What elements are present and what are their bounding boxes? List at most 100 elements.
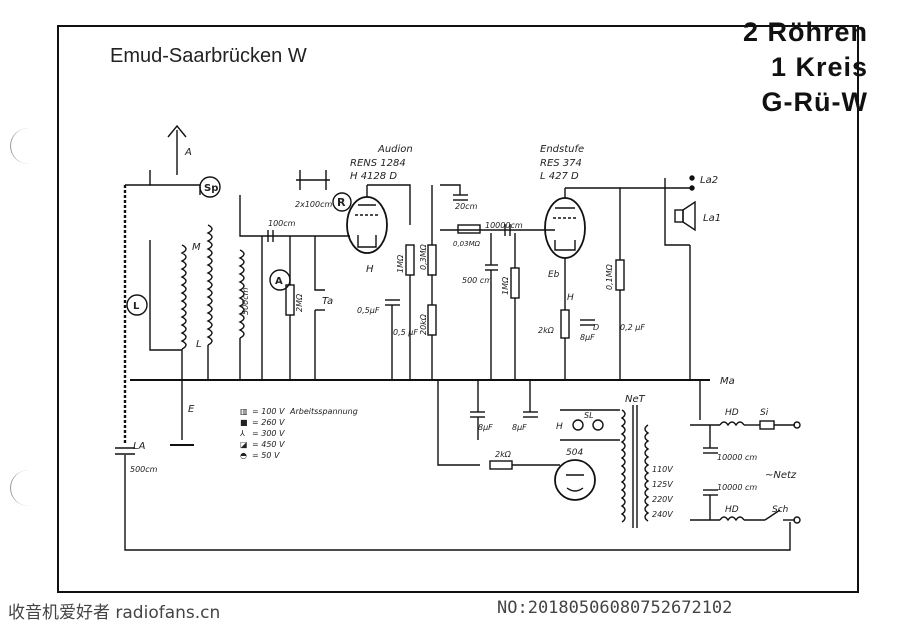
label-v110: 110V	[652, 465, 673, 474]
label-end-tube1: RES 374	[540, 158, 582, 169]
label-res-01m: 0,1MΩ	[605, 263, 614, 290]
label-endstufe: Endstufe	[540, 144, 584, 155]
transformer-secondary	[620, 409, 626, 523]
label-v125: 125V	[652, 480, 673, 489]
audion-cathode	[357, 235, 377, 248]
mains-return-wire	[124, 455, 791, 551]
label-reaction-cap-value: 2x100cm	[295, 200, 332, 209]
pilot-lamp-b	[592, 419, 604, 431]
coil-reaction	[238, 249, 245, 339]
watermark-site: 收音机爱好者 radiofans.cn	[8, 603, 221, 623]
label-la2: La2	[700, 175, 718, 186]
label-v240: 240V	[652, 510, 673, 519]
label-eb: Eb	[548, 270, 560, 280]
legend-heading: Arbeitsspannung	[289, 407, 358, 416]
label-cap-20: 20cm	[455, 202, 478, 211]
label-audion-tube1: RENS 1284	[350, 158, 406, 169]
label-audion-tube2: H 4128 D	[350, 171, 397, 182]
label-res-1m-b: 1MΩ	[501, 276, 510, 295]
label-hd2: HD	[725, 505, 739, 515]
label-cap-05b: 0,5 μF	[393, 328, 418, 337]
label-res-03m: 0,3MΩ	[419, 243, 428, 270]
res-03m	[427, 244, 437, 276]
label-cap-100: 100cm	[268, 219, 296, 228]
label-si: Si	[760, 408, 769, 418]
label-cap-8a: 8μF	[580, 333, 595, 342]
coil-l	[206, 224, 213, 346]
summary-line-tubes: 2 Röhren	[742, 17, 868, 47]
label-ta: Ta	[322, 296, 333, 307]
speaker-frame	[664, 178, 690, 246]
label-h3: H	[556, 422, 563, 432]
res-1m-b	[510, 267, 520, 299]
summary-line-power: G-Rü-W	[761, 87, 868, 117]
antenna-arrow-icon	[167, 124, 187, 138]
label-audion: Audion	[377, 144, 413, 155]
rectifier-filament	[566, 487, 584, 492]
label-ma: Ma	[720, 376, 735, 387]
label-hd1: HD	[725, 408, 739, 418]
legend-symbol-2: ⅄	[239, 429, 245, 438]
mains-switch-sch	[764, 509, 781, 521]
legend-symbol-4: ◓	[240, 451, 247, 460]
label-d: D	[593, 323, 599, 332]
rectifier-tube	[554, 459, 596, 501]
label-knob-l: L	[133, 301, 140, 312]
coil-m	[180, 244, 187, 350]
reaction-cap-circle	[332, 192, 352, 212]
label-v220: 220V	[652, 495, 673, 504]
label-cap-8b: 8μF	[478, 423, 493, 432]
res-1m-a	[405, 244, 415, 276]
label-tuning-a: A	[275, 276, 283, 287]
label-sl: SL	[584, 411, 594, 420]
speaker-switch-circle	[199, 176, 221, 198]
label-net: NeT	[625, 394, 646, 405]
switch-wire	[150, 184, 201, 195]
label-h2: H	[567, 293, 574, 303]
label-speaker-switch: Sp	[204, 183, 218, 194]
output-plate-wire	[565, 187, 621, 260]
legend-symbol-0: ▥	[240, 407, 248, 416]
label-rect: 504	[566, 448, 583, 458]
legend-symbol-1: ■	[240, 418, 248, 427]
label-end-tube2: L 427 D	[540, 171, 579, 182]
label-la1: La1	[703, 213, 721, 224]
mains-feed-a	[600, 379, 701, 420]
res-003	[457, 224, 481, 234]
la2-terminal-a	[689, 175, 695, 181]
legend-voltage-2: = 300 V	[252, 429, 285, 438]
label-cap-8c: 8μF	[512, 423, 527, 432]
speaker-cone-icon	[682, 200, 696, 232]
legend-symbol-3: ◪	[240, 440, 248, 449]
label-cap-10000: 10000cm	[485, 221, 523, 230]
watermark-number: NO:20180506080752672102	[497, 598, 733, 618]
label-coil-l: L	[196, 339, 202, 350]
label-h1: H	[366, 264, 374, 275]
choke-hd2	[719, 516, 745, 522]
label-la-cap: 500cm	[130, 465, 158, 474]
band-switch-knob	[126, 294, 148, 316]
label-res-003: 0,03MΩ	[453, 240, 481, 248]
label-cap-500b: 500 cm	[462, 276, 492, 285]
label-cap-05a: 0,5μF	[357, 306, 380, 315]
supply-feed-wire	[437, 380, 480, 466]
res-2k	[560, 309, 570, 339]
grid-resistor	[285, 284, 295, 316]
label-cap-500: 500cm	[241, 287, 250, 315]
page-title: Emud-Saarbrücken W	[110, 45, 307, 67]
drawing-frame	[57, 25, 859, 593]
label-la: LA	[133, 441, 146, 452]
binder-hole-bottom	[10, 470, 47, 506]
label-res-20k: 20kΩ	[419, 313, 428, 335]
speaker-magnet	[674, 209, 684, 223]
output-tube-envelope	[544, 197, 586, 259]
label-res-2k-b: 2kΩ	[495, 450, 512, 459]
res-2k-b	[489, 460, 513, 470]
pilot-lamp-a	[572, 419, 584, 431]
transformer-primary	[644, 424, 650, 522]
res-20k	[427, 304, 437, 336]
legend-voltage-3: = 450 V	[252, 440, 285, 449]
binder-hole-top	[10, 128, 47, 164]
label-res-2m: 2MΩ	[295, 293, 304, 312]
band-switch-wire	[149, 240, 182, 351]
